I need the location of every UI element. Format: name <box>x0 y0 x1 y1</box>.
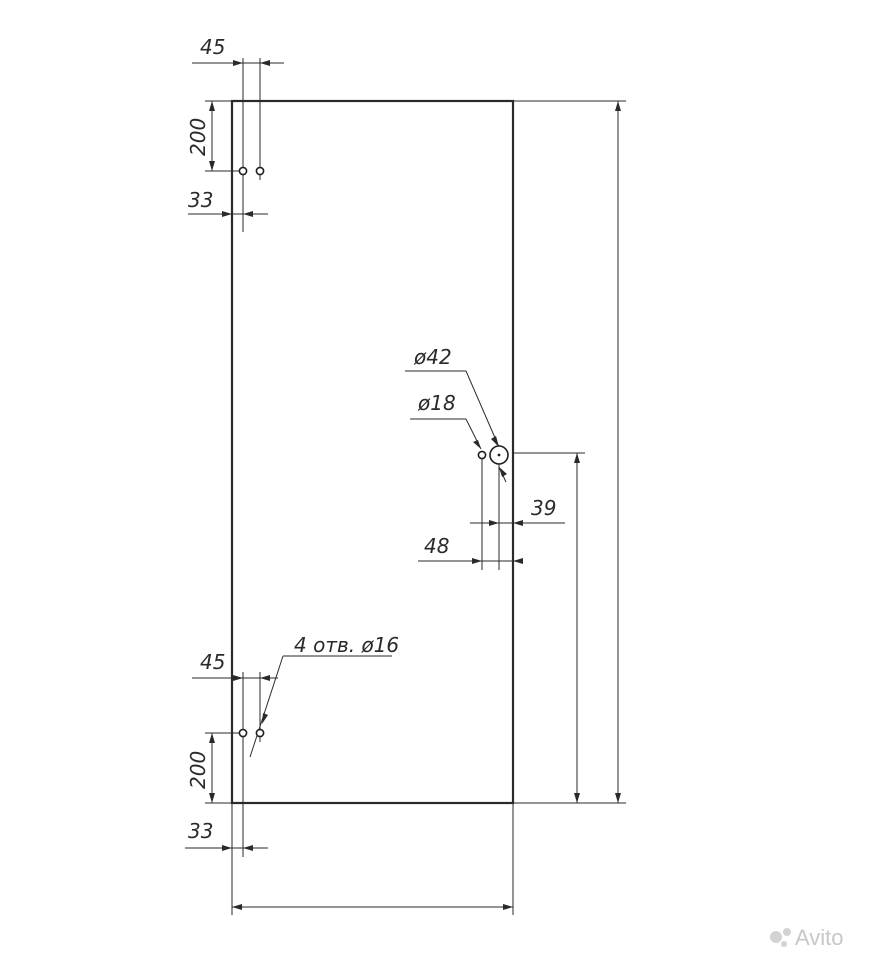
handle-offset-39-label: 39 <box>531 496 556 520</box>
handle-outer-diameter-label: ø42 <box>413 345 452 369</box>
watermark-logo-icon <box>770 931 782 943</box>
overall-width-dimension <box>231 803 514 915</box>
top-hinge-edge-label: 33 <box>188 188 213 212</box>
top-hinge-offset-label: 45 <box>200 35 225 59</box>
handle-hole-small <box>477 450 487 460</box>
top-hinge-height-label: 200 <box>186 118 210 156</box>
watermark-text: Avito <box>795 925 844 950</box>
holes-note-label: 4 отв. ø16 <box>294 633 399 657</box>
top-hinge-hole-left <box>238 166 248 176</box>
handle-inner-diameter-label: ø18 <box>417 391 456 415</box>
bottom-hinge-edge-label: 33 <box>188 819 213 843</box>
overall-height-dimension <box>513 100 626 804</box>
bottom-hinge-offset-label: 45 <box>200 650 225 674</box>
bottom-hinge-height-label: 200 <box>186 751 210 789</box>
watermark: Avito <box>770 925 844 950</box>
bottom-hinge-hole-left <box>238 728 248 738</box>
top-hinge-dimensions: 45 200 33 <box>186 35 284 232</box>
top-hinge-hole-right <box>255 166 265 176</box>
handle-offset-48-label: 48 <box>424 534 449 558</box>
handle-dimensions: ø42 ø18 39 48 <box>405 345 585 803</box>
door-outline <box>230 99 515 805</box>
bottom-hinge-dimensions: 45 4 отв. ø16 200 33 <box>185 633 399 858</box>
bottom-hinge-hole-right <box>255 728 265 738</box>
